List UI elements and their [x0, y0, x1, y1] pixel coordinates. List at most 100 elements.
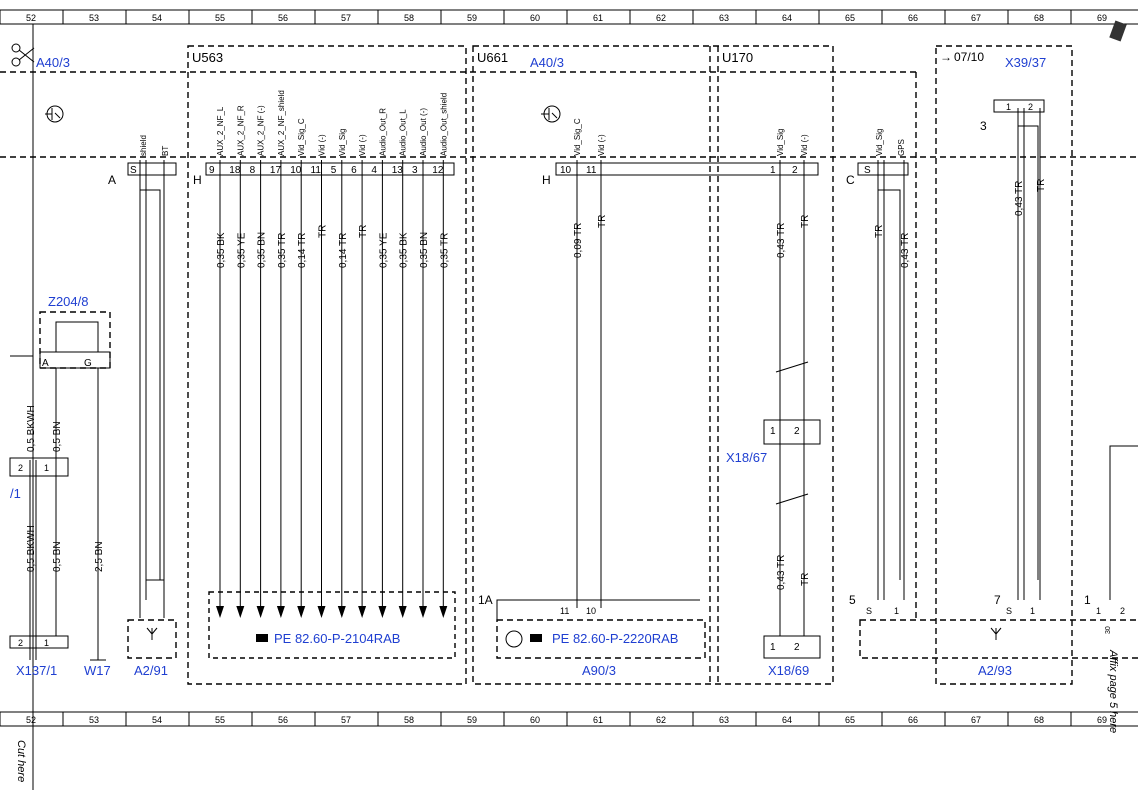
conn-1a: 1A	[478, 593, 493, 607]
x1869-1: 1	[770, 642, 776, 653]
z204-label: Z204/8	[48, 294, 88, 309]
ruler-label: 63	[719, 13, 729, 23]
u661-sig-2: Vid (-)	[597, 134, 606, 156]
antenna-icon	[146, 627, 158, 640]
u661-b2: 10	[586, 606, 596, 616]
u563-pin-number: 5	[331, 165, 337, 176]
x39-wire-1: 0,43 TR	[1014, 181, 1025, 216]
u563-signal: Vid_Sig_C	[297, 118, 306, 156]
ruler-label: 68	[1034, 715, 1044, 725]
slash-label: /1	[10, 486, 21, 501]
u661-label: U661	[477, 50, 508, 65]
u563-wire-label: 0,14 TR	[297, 233, 308, 268]
x18-2: 2	[794, 426, 800, 437]
u563-signal: Audio_Out_L	[399, 109, 408, 156]
antenna-icon-2	[990, 627, 1002, 640]
pe-ref-2[interactable]: PE 82.60-P-2220RAB	[552, 631, 678, 646]
conn-h2: H	[542, 173, 551, 187]
u563-signal: Audio_Out_shield	[439, 93, 448, 156]
ruler-label: 54	[152, 13, 162, 23]
r30: 30	[1105, 626, 1112, 634]
a903-box	[496, 619, 706, 659]
a291-box	[127, 619, 177, 659]
u661-box	[472, 45, 834, 685]
date-label: 07/10	[954, 50, 984, 64]
ruler-label: 56	[278, 715, 288, 725]
ruler-label: 67	[971, 715, 981, 725]
a293-label: A2/93	[978, 663, 1012, 678]
u563-wire-label: 0,14 TR	[338, 233, 349, 268]
a40-left-label: A40/3	[36, 55, 70, 70]
arrow-icon: →	[940, 50, 952, 64]
u563-wire-label: 0,35 BN	[257, 232, 268, 268]
ruler-label: 59	[467, 13, 477, 23]
z-a: A	[42, 358, 49, 369]
u563-pin-number: 6	[351, 165, 357, 176]
plug-1a: 1	[44, 463, 49, 473]
plug-1b: 1	[44, 638, 49, 648]
u563-wire-label: 0,35 TR	[277, 233, 288, 268]
z204-box	[39, 311, 111, 369]
s7-1: 1	[1030, 606, 1035, 616]
u170-wire-1: 0,43 TR	[776, 223, 787, 258]
ground-symbol-icon	[45, 105, 64, 123]
ruler-label: 69	[1097, 13, 1107, 23]
x39-2: 2	[1028, 102, 1033, 112]
u170-wire-3: 0,43 TR	[776, 555, 787, 590]
x1869-label: X18/69	[768, 663, 809, 678]
u563-signal: AUX_2_NF (-)	[257, 105, 266, 156]
ruler-label: 65	[845, 13, 855, 23]
ruler-label: 62	[656, 715, 666, 725]
ruler-label: 61	[593, 715, 603, 725]
left-wire-4: 0,5 BN	[52, 541, 63, 572]
ruler-label: 53	[89, 13, 99, 23]
ruler-label: 57	[341, 715, 351, 725]
u170-wire-4: TR	[800, 573, 811, 586]
w17-label: W17	[84, 663, 111, 678]
arrow-down-icon	[439, 606, 448, 618]
affix-text: Affix page 5 here	[1107, 649, 1119, 733]
ruler-label: 68	[1034, 13, 1044, 23]
u563-wire-label: TR	[318, 225, 329, 238]
a291-label: A2/91	[134, 663, 168, 678]
arrow-down-icon	[378, 606, 387, 618]
conn-1: 1	[1084, 593, 1091, 607]
arrow-down-icon	[256, 606, 265, 618]
c-sig-2: GPS	[897, 139, 906, 156]
a40-mid-label: A40/3	[530, 55, 564, 70]
u661-wire-1: 0,09 TR	[573, 223, 584, 258]
u170-sig-2: Vid (-)	[800, 134, 809, 156]
ruler-label: 54	[152, 715, 162, 725]
u563-signal: Vid (-)	[358, 134, 367, 156]
ruler-label: 59	[467, 715, 477, 725]
u563-pin-number: 10	[290, 165, 302, 176]
plug-2b: 2	[18, 638, 23, 648]
top-ruler	[0, 9, 1138, 25]
c-s: S	[864, 165, 871, 176]
r1: 1	[1096, 606, 1101, 616]
ruler-label: 55	[215, 13, 225, 23]
u563-wire-label: 0,35 TR	[439, 233, 450, 268]
pe-ref-1[interactable]: PE 82.60-P-2104RAB	[274, 631, 400, 646]
ruler-label: 65	[845, 715, 855, 725]
ruler-label: 64	[782, 13, 792, 23]
u170-sig-1: Vid_Sig	[776, 129, 785, 156]
u661-num-1: 10	[560, 165, 572, 176]
ruler-label: 66	[908, 13, 918, 23]
u563-pin-number: 8	[250, 165, 256, 176]
u563-pin-number: 18	[229, 165, 241, 176]
u563-pin-number: 4	[371, 165, 377, 176]
u563-pin-number: 13	[392, 165, 404, 176]
c-sig-1: Vid_Sig	[875, 129, 884, 156]
ground-symbol-icon-2	[541, 105, 561, 123]
pointing-hand-icon	[256, 634, 268, 642]
x1867-label: X18/67	[726, 450, 767, 465]
c-wire-1: TR	[874, 225, 885, 238]
arrow-down-icon	[337, 606, 346, 618]
u563-pin-number: 11	[311, 165, 322, 176]
conn-c: C	[846, 173, 855, 187]
u563-signal: AUX_2_NF_L	[216, 106, 225, 156]
shield-wire	[139, 160, 165, 618]
conn-7: 7	[994, 593, 1001, 607]
